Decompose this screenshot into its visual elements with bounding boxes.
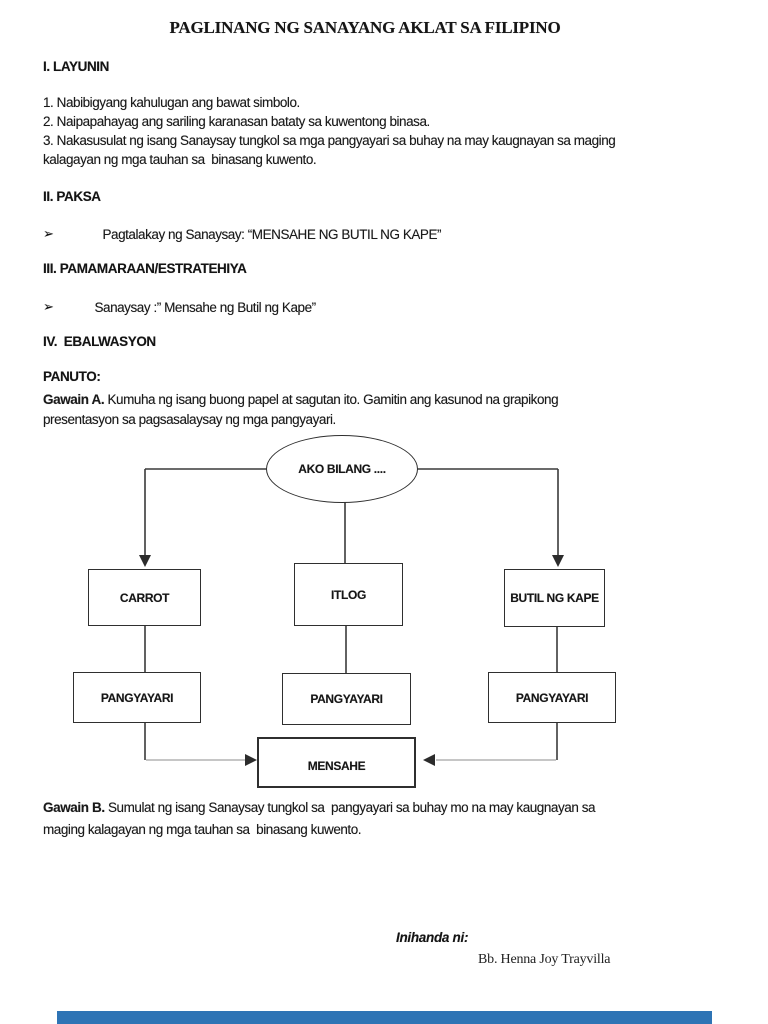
diagram-node-label: PANGYAYARI <box>310 692 383 706</box>
objective-item: 2. Naipapahayag ang sariling karanasan b… <box>43 114 430 129</box>
arrow-bullet-icon: ➢ <box>43 299 54 314</box>
diagram-node-label: MENSAHE <box>307 758 366 773</box>
diagram-root-node: AKO BILANG .... <box>266 435 418 503</box>
gawain-b-paragraph: Gawain B. Sumulat ng isang Sanaysay tung… <box>43 797 743 841</box>
diagram-node-mensahe: MENSAHE <box>257 737 416 788</box>
heading-pamamaraan: III. PAMAMARAAN/ESTRATEHIYA <box>43 261 247 276</box>
gawain-b-text-line1: Sumulat ng isang Sanaysay tungkol sa pan… <box>107 800 596 815</box>
gawain-a-text-line1: Kumuha ng isang buong papel at sagutan i… <box>107 392 559 407</box>
gawain-a-label: Gawain A. <box>43 392 105 407</box>
objective-item-continuation: kalagayan ng mga tauhan sa binasang kuwe… <box>43 152 317 167</box>
diagram-node-pangyayari-left: PANGYAYARI <box>73 672 201 723</box>
diagram-node-itlog: ITLOG <box>294 563 403 626</box>
objective-item: 3. Nakasusulat ng isang Sanaysay tungkol… <box>43 133 616 148</box>
page-title: PAGLINANG NG SANAYANG AKLAT SA FILIPINO <box>169 18 561 37</box>
arrow-left-icon <box>423 754 435 766</box>
arrow-bullet-icon: ➢ <box>43 226 54 241</box>
objectives-list: 1. Nabibigyang kahulugan ang bawat simbo… <box>43 93 743 169</box>
diagram-root-label: AKO BILANG .... <box>298 462 386 476</box>
gawain-a-text-line2: presentasyon sa pagsasalaysay ng mga pan… <box>43 412 336 427</box>
pamamaraan-bullet-row: ➢ Sanaysay :” Mensahe ng Butil ng Kape” <box>43 299 316 315</box>
heading-layunin: I. LAYUNIN <box>43 59 110 74</box>
objective-item: 1. Nabibigyang kahulugan ang bawat simbo… <box>43 95 300 110</box>
heading-panuto: PANUTO: <box>43 369 101 384</box>
paksa-bullet-row: ➢ Pagtalakay ng Sanaysay: “MENSAHE NG BU… <box>43 226 442 242</box>
pamamaraan-bullet-text: Sanaysay :” Mensahe ng Butil ng Kape” <box>94 299 316 315</box>
diagram-node-butil-ng-kape: BUTIL NG KAPE <box>504 569 605 627</box>
heading-ebalwasyon: IV. EBALWASYON <box>43 334 156 349</box>
footer-bar <box>57 1011 712 1024</box>
prepared-by-name: Bb. Henna Joy Trayvilla <box>478 952 611 967</box>
arrow-down-icon <box>139 555 151 567</box>
diagram-node-carrot: CARROT <box>88 569 201 626</box>
diagram-node-label: PANGYAYARI <box>515 690 589 705</box>
prepared-by-label: Inihanda ni: <box>396 930 469 945</box>
diagram-node-label: BUTIL NG KAPE <box>510 591 599 605</box>
heading-paksa: II. PAKSA <box>43 189 101 204</box>
paksa-bullet-text: Pagtalakay ng Sanaysay: “MENSAHE NG BUTI… <box>102 226 442 242</box>
gawain-a-paragraph: Gawain A. Kumuha ng isang buong papel at… <box>43 390 743 430</box>
gawain-b-text-line2: maging kalagayan ng mga tauhan sa binasa… <box>43 822 362 837</box>
arrow-down-icon <box>552 555 564 567</box>
diagram-node-pangyayari-middle: PANGYAYARI <box>282 673 411 725</box>
arrow-right-icon <box>245 754 257 766</box>
gawain-b-label: Gawain B. <box>43 800 105 815</box>
diagram-node-label: CARROT <box>119 590 170 605</box>
diagram-node-pangyayari-right: PANGYAYARI <box>488 672 616 723</box>
diagram-node-label: ITLOG <box>331 587 366 602</box>
diagram-node-label: PANGYAYARI <box>100 690 174 705</box>
